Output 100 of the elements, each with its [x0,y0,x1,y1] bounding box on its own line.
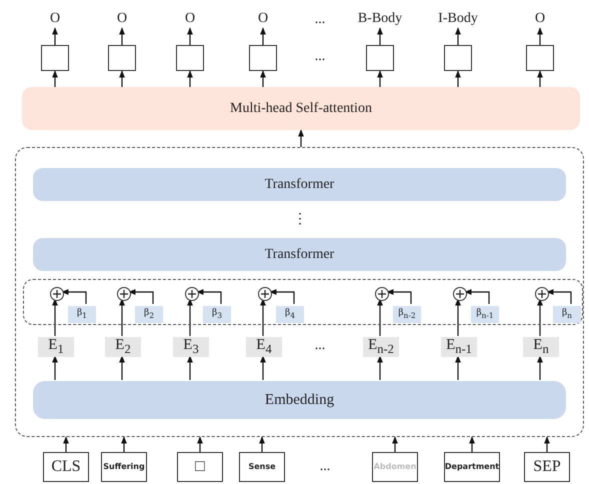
sum-group-frame [23,279,583,325]
arrow [119,355,125,380]
arrow [260,355,266,380]
token-label: □ [195,459,205,475]
input-token-box [444,452,500,482]
input-token-box [239,452,285,482]
input-token-box [372,452,418,482]
token-label: CLS [51,459,81,475]
arrow [260,70,266,87]
ellipsis: ... [320,459,330,475]
encoder-frame [15,147,584,437]
arrow [128,289,154,304]
weight-symbol: β$_{4}$ [285,309,295,320]
arrow [377,27,383,45]
arrow [260,27,266,45]
embedding-symbol: E$_{n-1}$ [446,338,472,356]
token-label: Suffering [103,463,145,471]
sum-circle [258,287,272,301]
arrow [377,298,383,336]
input-token-box [43,452,89,482]
embedding-vector-box [246,337,282,357]
output-box [249,45,277,71]
arrow [298,129,304,147]
ellipsis: ... [314,12,326,28]
layer-label: O [184,12,196,26]
sum-circle [185,287,199,301]
arrow [377,355,383,380]
output-box [526,45,554,71]
sum-circle [375,287,389,301]
layer-label: Embedding [264,392,334,408]
weight-box [203,306,231,323]
weight-symbol: β$_{n-2}$ [398,309,416,320]
embedding-layer [33,381,566,419]
layer-label: Transformer [264,178,334,192]
arrow [392,436,398,452]
vertical-ellipsis: ⋮ [293,211,307,228]
weight-box [276,306,304,323]
arrow [469,436,475,452]
arrow [52,355,58,380]
arrow [197,436,203,452]
arrow [386,289,412,304]
arrow [455,70,461,87]
layer-label: O [50,12,60,26]
arrow [259,436,265,452]
transformer-layer [33,238,566,271]
sum-circle [453,287,467,301]
arrow [187,70,193,87]
arrow [63,436,69,452]
layer-label: Transformer [264,248,334,262]
sum-circle [50,287,64,301]
arrow [546,289,572,304]
arrow [377,70,383,87]
arrow [119,70,125,87]
arrow [121,436,127,452]
layer-label: O [258,12,268,26]
output-box [108,45,136,71]
embedding-symbol: E$_{2}$ [115,338,131,356]
arrow [269,289,295,304]
weight-box [393,306,421,323]
embedding-vector-box [523,337,559,357]
arrow [119,298,125,336]
token-label: Department [444,463,500,471]
arrow [119,27,125,45]
weight-box [471,306,499,323]
arrow [455,27,461,45]
arrow [187,355,193,380]
arrow [455,298,461,336]
embedding-vector-box [441,337,477,357]
layer-label: B-Body [358,12,402,26]
weight-symbol: β$_{n-1}$ [476,309,494,320]
arrow [61,289,87,304]
attention-layer [22,87,580,130]
arrow [537,355,543,380]
arrow [260,298,266,336]
token-label: SEP [533,459,561,475]
arrow [52,298,58,336]
token-label: Sense [248,463,276,471]
arrow [455,355,461,380]
input-token-box [177,452,223,482]
weight-symbol: β$_{1}$ [77,309,87,320]
arrow [537,70,543,87]
arrow [544,436,550,452]
weight-symbol: β$_{2}$ [144,309,154,320]
arrow [537,27,543,45]
embedding-vector-box [105,337,141,357]
embedding-vector-box [363,337,399,357]
arrow [187,27,193,45]
sum-circle [117,287,131,301]
embedding-symbol: E$_{4}$ [256,338,272,356]
ellipsis: ... [314,49,326,65]
embedding-vector-box [173,337,209,357]
input-token-box [101,452,147,482]
weight-box [135,306,163,323]
embedding-symbol: E$_{n-2}$ [368,338,394,356]
output-box [41,45,69,71]
embedding-vector-box [38,337,74,357]
weight-box [553,306,581,323]
arrow [52,70,58,87]
input-token-box [524,452,570,482]
transformer-layer [33,168,566,201]
